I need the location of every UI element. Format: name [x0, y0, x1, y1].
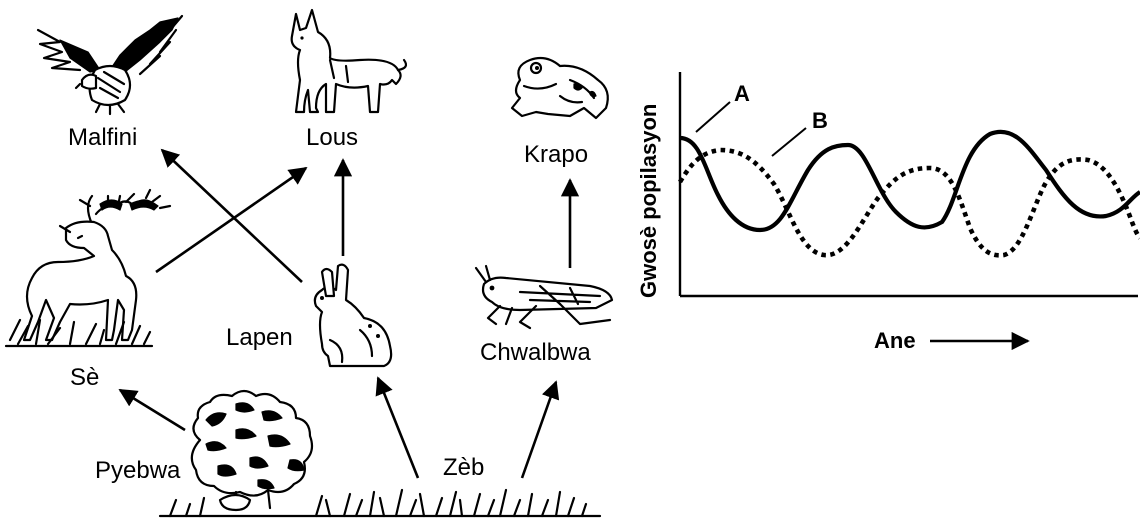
wolf-icon [292, 10, 406, 112]
label-lous: Lous [306, 124, 358, 151]
arrow-zeb-to-lapen [378, 378, 418, 478]
frog-icon [512, 58, 608, 118]
label-lapen: Lapen [226, 324, 293, 351]
series-a-label: A [734, 81, 750, 106]
hawk-icon [38, 16, 182, 114]
grasshopper-icon [476, 266, 612, 328]
label-pyebwa: Pyebwa [95, 457, 181, 484]
series-a-line [680, 132, 1140, 230]
arrow-lapen-to-malfini [162, 150, 302, 282]
series-b-leader [772, 128, 806, 156]
x-axis-label: Ane [874, 328, 916, 353]
rabbit-icon [315, 265, 391, 366]
series-b-label: B [812, 108, 828, 133]
arrow-se-to-lous [156, 168, 306, 272]
deer-icon [6, 190, 170, 346]
arrow-pyebwa-to-se [120, 390, 185, 430]
y-axis-label: Gwosè popilasyon [636, 104, 661, 298]
population-graph: Gwosè popilasyon Ane A B [636, 72, 1140, 353]
arrow-zeb-to-chwalbwa [522, 382, 556, 478]
label-malfini: Malfini [68, 124, 137, 151]
label-zeb: Zèb [443, 454, 484, 481]
shrub-icon [192, 391, 312, 510]
series-a-leader [696, 102, 730, 132]
label-krapo: Krapo [524, 141, 588, 168]
label-chwalbwa: Chwalbwa [480, 339, 591, 366]
label-se: Sè [70, 364, 99, 391]
